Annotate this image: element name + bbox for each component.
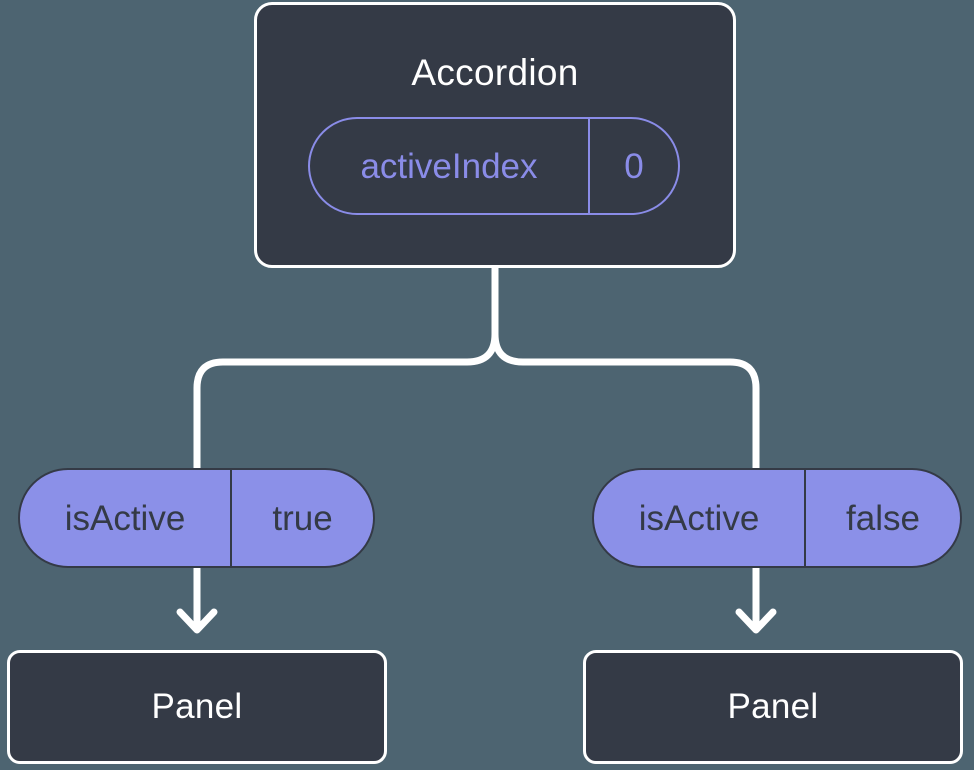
- state-pill-activeindex: activeIndex 0: [308, 117, 680, 215]
- panel-node-right: Panel: [583, 650, 963, 764]
- prop-pill-value: true: [272, 498, 333, 538]
- arrowhead-down-icon: [735, 608, 777, 634]
- prop-pill-name: isActive: [594, 470, 806, 566]
- branch-line-right: [491, 264, 760, 632]
- panel-node-title: Panel: [151, 687, 243, 726]
- accordion-node: Accordion activeIndex 0: [254, 2, 736, 268]
- prop-pill-name: isActive: [20, 470, 232, 566]
- state-pill-value: 0: [624, 146, 644, 186]
- panel-node-title: Panel: [727, 687, 819, 726]
- prop-pill-value: false: [846, 498, 920, 538]
- prop-pill-isactive-true: isActive true: [18, 468, 375, 568]
- arrowhead-down-icon: [176, 608, 218, 634]
- branch-line-left: [193, 264, 499, 632]
- panel-node-left: Panel: [7, 650, 387, 764]
- prop-pill-isactive-false: isActive false: [592, 468, 962, 568]
- state-pill-name: activeIndex: [310, 119, 590, 213]
- accordion-node-title: Accordion: [411, 52, 579, 93]
